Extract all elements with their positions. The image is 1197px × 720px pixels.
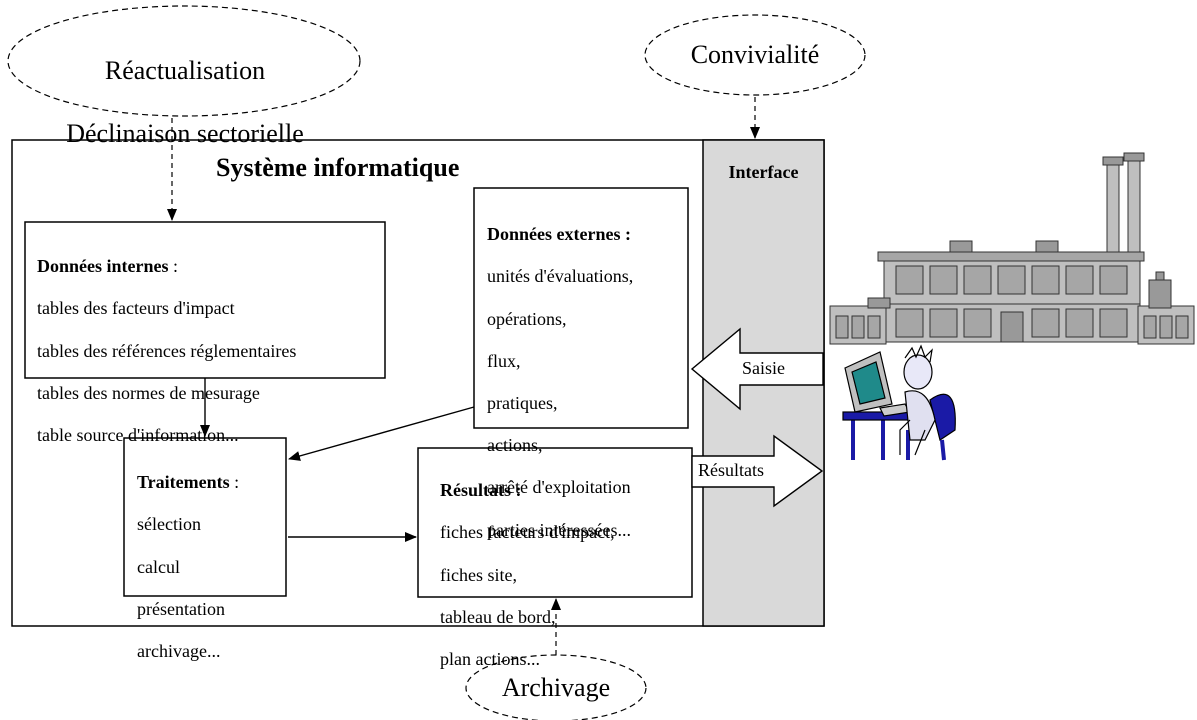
list-item: archivage... (137, 640, 221, 661)
block-arrow-resultats (691, 434, 824, 508)
factory-illustration (829, 152, 1195, 345)
convivialite-label: Convivialité (690, 40, 820, 69)
donnees-internes-colon: : (168, 256, 179, 277)
traitements-colon: : (229, 472, 240, 493)
declinaison-text: Déclinaison sectorielle (66, 118, 304, 148)
interface-title: Interface (728, 162, 799, 182)
list-item: opérations, (487, 308, 567, 329)
traitements-content: Traitements : sélection calcul présentat… (137, 452, 239, 682)
saisie-label: Saisie (742, 358, 785, 378)
box-donnees-externes (473, 187, 689, 429)
box-resultats (417, 447, 693, 598)
system-title: Système informatique (216, 153, 460, 182)
resultats-arrow-label: Résultats (698, 460, 764, 480)
resultats-content: Résultats : fiches facteurs d'impact, fi… (440, 460, 615, 690)
donnees-externes-content: Données externes : unités d'évaluations,… (487, 204, 633, 561)
ellipse-reactualisation (7, 5, 361, 117)
person-at-computer-illustration (842, 344, 956, 461)
list-item: fiches site, (440, 564, 517, 585)
block-arrow-saisie (690, 327, 824, 411)
reactualisation-text: Réactualisation (104, 56, 266, 86)
list-item: tables des normes de mesurage (37, 382, 260, 403)
list-item: sélection (137, 514, 201, 535)
resultats-heading: Résultats : (440, 480, 522, 501)
list-item: plan actions... (440, 648, 540, 669)
box-donnees-internes (24, 221, 386, 379)
ellipse-convivialite (644, 14, 866, 96)
list-item: présentation (137, 598, 225, 619)
list-item: flux, (487, 350, 521, 371)
list-item: arrêté d'exploitation (487, 477, 631, 498)
donnees-externes-heading: Données externes : (487, 224, 631, 245)
list-item: tables des facteurs d'impact (37, 298, 235, 319)
traitements-heading: Traitements (137, 472, 230, 493)
list-item: tableau de bord, (440, 606, 556, 627)
list-item: calcul (137, 556, 180, 577)
arrow-externes-to-traitements (288, 406, 475, 461)
list-item: fiches facteurs d'impact, (440, 522, 615, 543)
list-item: parties intéressées... (487, 519, 631, 540)
list-item: actions, (487, 435, 543, 456)
box-traitements (123, 437, 287, 597)
list-item: tables des références réglementaires (37, 340, 297, 361)
list-item: pratiques, (487, 392, 558, 413)
ellipse-reactualisation-label: Réactualisation Déclinaison sectorielle (20, 24, 350, 180)
donnees-internes-content: Données internes : tables des facteurs d… (37, 236, 296, 466)
list-item: unités d'évaluations, (487, 266, 634, 287)
donnees-internes-heading: Données internes (37, 256, 169, 277)
list-item: table source d'information... (37, 424, 239, 445)
archivage-label: Archivage (501, 673, 611, 702)
